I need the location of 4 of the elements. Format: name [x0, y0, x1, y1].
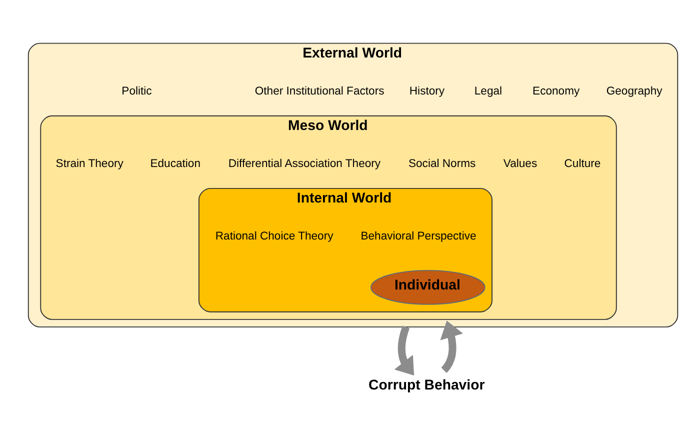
node-text: Corrupt Behavior [368, 376, 485, 392]
arrow [440, 320, 463, 372]
node-ellipse: Individual [370, 269, 486, 304]
arrow [394, 325, 414, 375]
